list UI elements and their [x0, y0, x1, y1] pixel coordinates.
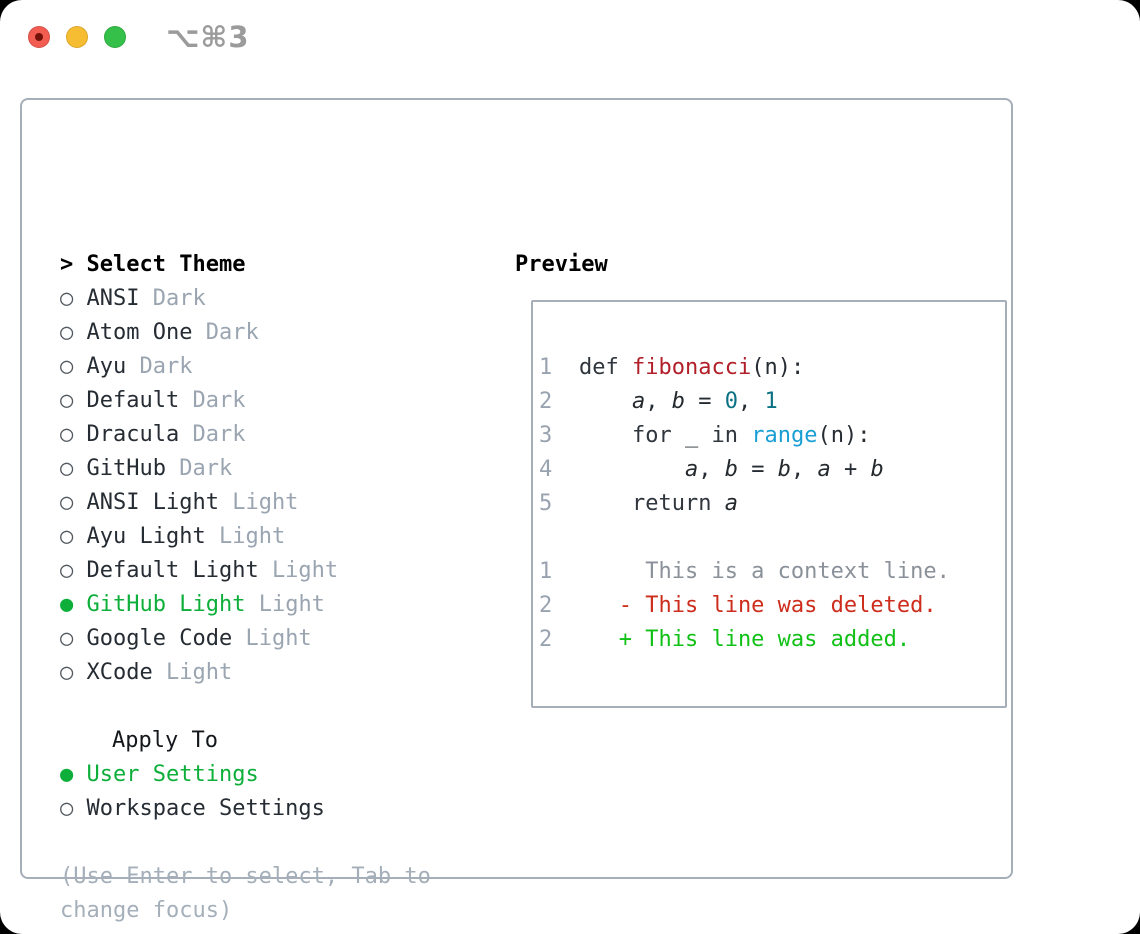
theme-option-dracula[interactable]: ○ Dracula Dark	[60, 422, 246, 447]
close-button[interactable]	[28, 26, 50, 48]
window-title-shortcut: ⌥⌘3	[166, 20, 250, 54]
preview-code-line: 2 + This line was added.	[539, 627, 911, 652]
theme-option-github-light[interactable]: ● GitHub Light Light	[60, 592, 325, 617]
theme-selector: > Select Theme ○ ANSI Dark ○ Atom One Dark…	[60, 248, 431, 928]
theme-option-github[interactable]: ○ GitHub Dark	[60, 456, 233, 481]
theme-option-default[interactable]: ○ Default Dark	[60, 388, 246, 413]
preview-code-line: 4 a, b = b, a + b	[539, 457, 884, 482]
theme-option-atom-one[interactable]: ○ Atom One Dark	[60, 320, 259, 345]
minimize-button[interactable]	[66, 26, 88, 48]
preview-blank-line	[539, 521, 1005, 555]
apply-to-header: Apply To	[112, 728, 218, 753]
hint-text: change focus)	[60, 898, 233, 923]
theme-option-ayu-light[interactable]: ○ Ayu Light Light	[60, 524, 286, 549]
close-button-dot-icon	[35, 33, 43, 41]
theme-picker-panel: > Select Theme ○ ANSI Dark ○ Atom One Dark…	[20, 98, 1013, 923]
preview-code-line: 3 for _ in range(n):	[539, 423, 871, 448]
preview-code-line: 2 - This line was deleted.	[539, 593, 937, 618]
spacer	[60, 826, 431, 860]
window-titlebar: ⌥⌘3	[0, 0, 1140, 78]
preview-code-line: 5 return a	[539, 491, 738, 516]
select-theme-header: > Select Theme	[60, 252, 246, 277]
preview-code-line: 1 This is a context line.	[539, 559, 950, 584]
theme-option-ansi-light[interactable]: ○ ANSI Light Light	[60, 490, 299, 515]
theme-option-xcode[interactable]: ○ XCode Light	[60, 660, 233, 685]
theme-option-ayu[interactable]: ○ Ayu Dark	[60, 354, 193, 379]
preview-code-line: 2 a, b = 0, 1	[539, 389, 778, 414]
hint-text: (Use Enter to select, Tab to	[60, 864, 431, 889]
preview-header: Preview	[515, 252, 608, 277]
zoom-button[interactable]	[104, 26, 126, 48]
theme-option-ansi[interactable]: ○ ANSI Dark	[60, 286, 206, 311]
apply-option-user-settings[interactable]: ● User Settings	[60, 762, 259, 787]
theme-option-default-light[interactable]: ○ Default Light Light	[60, 558, 339, 583]
apply-option-workspace-settings[interactable]: ○ Workspace Settings	[60, 796, 325, 821]
theme-option-google-code[interactable]: ○ Google Code Light	[60, 626, 312, 651]
spacer	[60, 690, 431, 724]
